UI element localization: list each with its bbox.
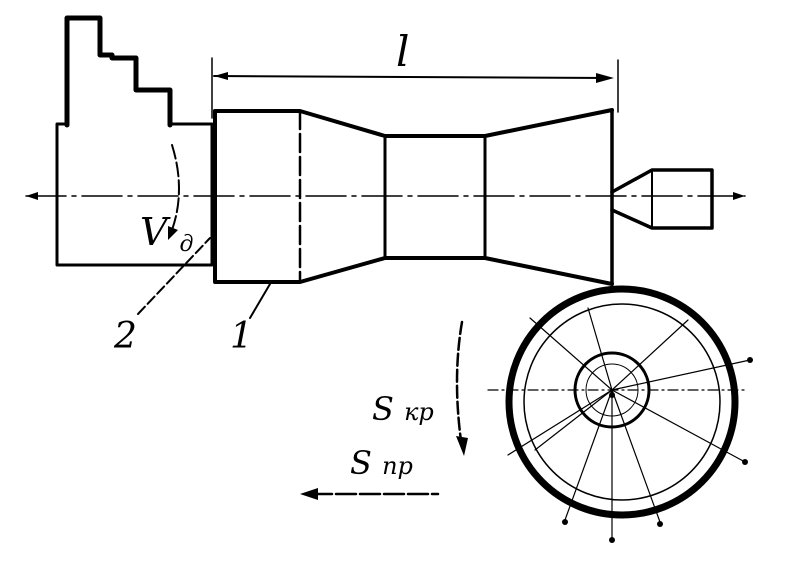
- tailstock-center: [610, 168, 714, 230]
- axis-arrow-right: [733, 192, 745, 200]
- chuck: [55, 15, 214, 267]
- longitudinal-feed-label: S пр: [350, 444, 413, 482]
- cross-feed-subscript: кр: [404, 398, 434, 426]
- cross-feed-symbol: S: [372, 390, 394, 428]
- chuck-number-label: 2: [113, 316, 137, 357]
- length-dimension: [211, 57, 619, 119]
- longitudinal-feed-symbol: S: [350, 444, 372, 482]
- length-label: l: [396, 27, 409, 76]
- workpiece-number-label: 1: [230, 316, 253, 357]
- rotation-arrow-head: [168, 226, 178, 240]
- leader-workpiece: [249, 283, 271, 319]
- velocity-subscript: д: [180, 232, 194, 257]
- longitudinal-feed-subscript: пр: [382, 452, 413, 480]
- workpiece: [213, 108, 614, 286]
- cutting-wheel: [487, 285, 753, 543]
- cross-feed-arrow: [455, 320, 464, 450]
- velocity-label: V д: [140, 210, 194, 257]
- longitudinal-feed-arrow-head: [300, 488, 318, 500]
- cross-feed-label: S кр: [372, 390, 434, 428]
- rotation-arrow: [171, 144, 180, 231]
- axis-arrow-left: [26, 192, 38, 200]
- cross-feed-arrow-head: [456, 436, 468, 456]
- velocity-symbol: V: [140, 210, 171, 254]
- leader-chuck: [137, 237, 211, 315]
